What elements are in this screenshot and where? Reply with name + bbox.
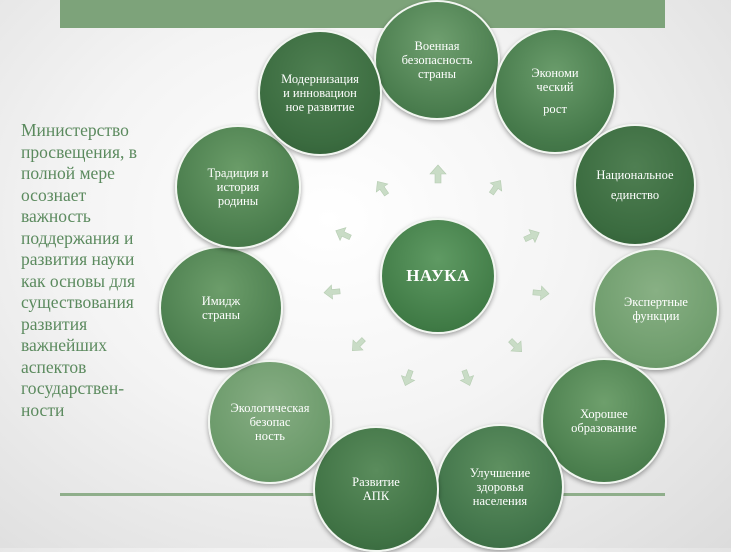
node-text: родины	[217, 194, 259, 208]
node-text: Хорошее	[580, 407, 628, 421]
node-text: безопас	[249, 415, 291, 429]
node-text: Модернизация	[281, 72, 359, 86]
node-text: безопасность	[401, 53, 473, 67]
node-text: здоровья	[476, 480, 524, 494]
node-text: страны	[417, 67, 457, 81]
node-text: страны	[201, 308, 241, 322]
node-text: Экспертные	[624, 295, 688, 309]
node-text: Национальное	[596, 168, 674, 182]
side-text-line: просвещения, в	[21, 141, 138, 162]
node-text: единство	[610, 188, 660, 202]
node-text: Развитие	[352, 475, 400, 489]
side-text-line: важнейших	[21, 335, 107, 355]
node-text: и инновацион	[283, 86, 357, 100]
node-text: ческий	[536, 80, 574, 94]
side-text-line: полной мере	[21, 163, 115, 183]
node-text: Военная	[414, 39, 460, 53]
center-node: НАУКА	[380, 218, 496, 334]
node-text: Экономи	[531, 66, 579, 80]
center-label: НАУКА	[406, 266, 470, 285]
node-text: рост	[543, 102, 567, 116]
node-text: населения	[472, 494, 528, 508]
side-text-line: развития	[21, 313, 88, 334]
node-text: Экологическая	[230, 401, 310, 415]
node-text: образование	[571, 421, 637, 435]
side-text: Министерство просвещения, в полной мере …	[21, 120, 171, 421]
node-text: ность	[255, 429, 285, 443]
side-text-line: ности	[21, 399, 65, 420]
node-text: Улучшение	[469, 466, 531, 480]
side-text-line: аспектов	[21, 356, 87, 377]
side-text-line: существования	[21, 292, 134, 312]
side-text-line: поддержания и	[21, 227, 134, 248]
side-text-line: осознает	[21, 184, 87, 205]
node-text: Имидж	[201, 294, 241, 308]
node-text: АПК	[362, 489, 390, 503]
node-text: Традиция и	[207, 166, 269, 180]
side-text-line: как основы для	[21, 270, 136, 291]
node-text: функции	[632, 309, 680, 323]
node-text: история	[216, 180, 260, 194]
side-text-line: развития науки	[21, 249, 135, 269]
side-text-line: государствен-	[21, 378, 125, 398]
top-bar	[60, 0, 665, 28]
node-national-unity: Национальное единство	[574, 124, 696, 246]
side-text-line: важность	[21, 206, 91, 226]
side-text-line: Министерство	[21, 120, 129, 140]
node-text: ное развитие	[285, 100, 355, 114]
